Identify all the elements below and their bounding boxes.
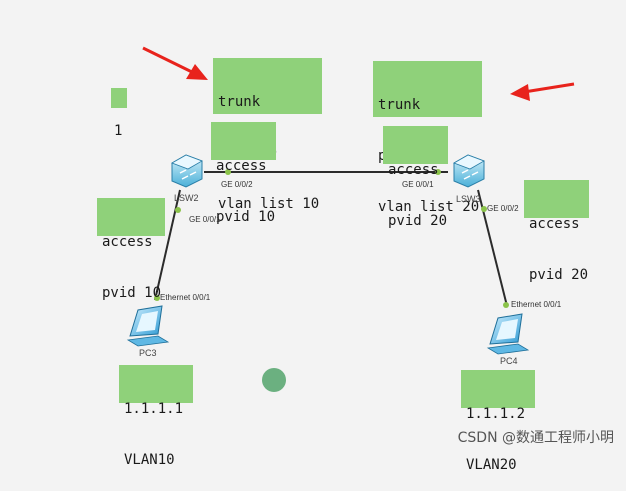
pc3-icon[interactable] [126, 305, 170, 347]
red-arrow-left [142, 46, 208, 80]
port-dot-lsw2-ge002 [225, 169, 231, 175]
port-dot-pc4-eth [503, 302, 509, 308]
note-line: access [102, 234, 153, 250]
port-label-pc4-eth: Ethernet 0/0/1 [511, 300, 562, 309]
watermark: CSDN @数通工程师小明 [457, 430, 614, 446]
note-lsw3-access: access pvid 20 [383, 126, 448, 229]
switch-lsw2-icon[interactable] [171, 154, 203, 188]
red-arrow-right [510, 82, 575, 101]
note-line: 1.1.1.1 [124, 401, 184, 417]
device-label-pc4: PC4 [500, 356, 518, 366]
note-line: trunk [378, 97, 421, 113]
note-line: pvid 20 [529, 267, 589, 283]
device-label-pc3: PC3 [139, 348, 157, 358]
port-label-lsw3-ge002: GE 0/0/2 [487, 204, 519, 213]
pc4-icon[interactable] [486, 313, 530, 355]
note-pc4-info: 1.1.1.2 VLAN20 [461, 370, 535, 473]
mouse-cursor-icon [262, 368, 286, 392]
note-right-access: access pvid 20 [524, 180, 589, 283]
device-label-lsw3: LSW3 [456, 194, 481, 204]
note-line: vlan list 10 [218, 196, 320, 212]
note-line: VLAN20 [466, 457, 517, 473]
note-line: trunk [218, 94, 261, 110]
note-line: access [216, 158, 267, 174]
note-trunk-vlan20: trunk pvid 20 vlan list 20 [373, 61, 482, 215]
port-label-lsw2-ge002: GE 0/0/2 [221, 180, 253, 189]
note-line: pvid 10 [102, 285, 162, 301]
device-label-lsw2: LSW2 [174, 193, 199, 203]
note-line: pvid 20 [388, 213, 448, 229]
note-line: vlan list 20 [378, 199, 480, 215]
switch-lsw3-icon[interactable] [453, 154, 485, 188]
note-line: access [388, 162, 439, 178]
note-line: pvid 10 [216, 209, 276, 225]
port-label-lsw2-ge001: GE 0/0/1 [189, 215, 221, 224]
topology-canvas [126, 46, 575, 355]
port-label-pc3-eth: Ethernet 0/0/1 [160, 293, 211, 302]
note-number: 1 [111, 88, 127, 139]
note-lsw2-access: access pvid 10 [211, 122, 276, 225]
note-line: 1 [114, 123, 123, 139]
note-left-access: access pvid 10 [97, 198, 165, 301]
port-dot-pc3-eth [154, 295, 160, 301]
note-pc3-info: 1.1.1.1 VLAN10 [119, 365, 193, 468]
note-line: 1.1.1.2 [466, 406, 526, 422]
note-trunk-vlan10: trunk pvid 10 vlan list 10 [213, 58, 322, 212]
port-dot-lsw3-ge002 [481, 206, 487, 212]
port-dot-lsw3-ge001 [435, 169, 441, 175]
port-label-lsw3-ge001: GE 0/0/1 [402, 180, 434, 189]
note-line: access [529, 216, 580, 232]
port-dot-lsw2-ge001 [175, 207, 181, 213]
